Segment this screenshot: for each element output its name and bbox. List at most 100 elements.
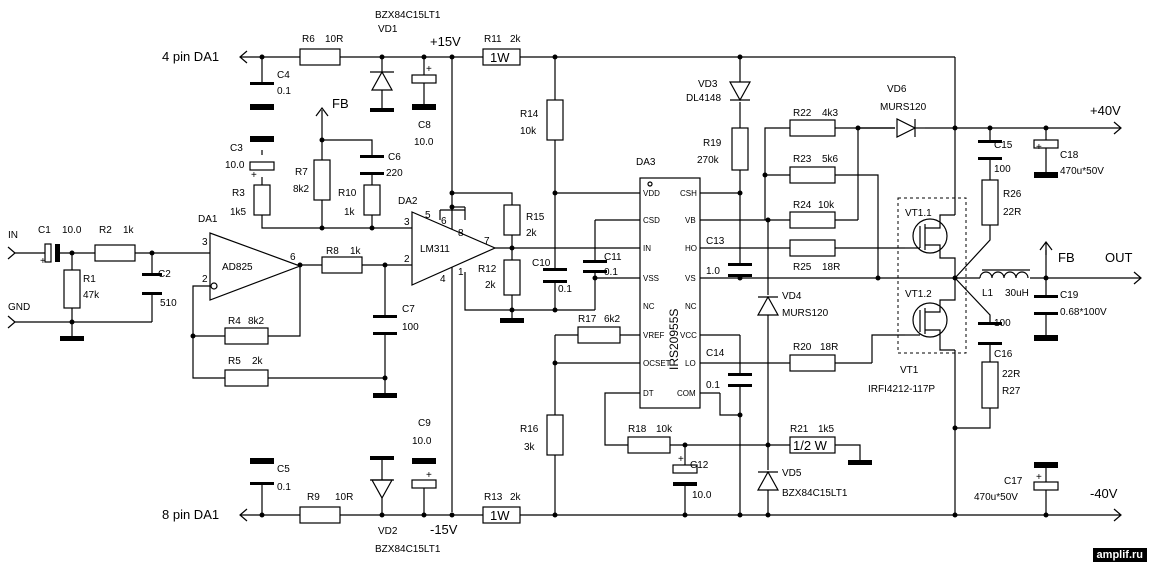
- r22-val: 4k3: [822, 108, 839, 119]
- l1-ref: L1: [982, 288, 994, 299]
- r13-val: 2k: [510, 492, 522, 503]
- c13-val: 1.0: [706, 266, 720, 277]
- da3-pin-vcc: VCC: [680, 331, 697, 340]
- diodes: [370, 65, 925, 505]
- da3-pin-csh: CSH: [680, 189, 697, 198]
- da3-chip-body: [639, 177, 701, 409]
- pin8-label: 8 pin DA1: [162, 507, 219, 522]
- da1-ref: DA1: [198, 214, 218, 225]
- da3-pin-vss: VSS: [643, 274, 659, 283]
- da3-pin-com: COM: [677, 389, 696, 398]
- c9-ref: C9: [418, 418, 431, 429]
- c2-ref: C2: [158, 269, 171, 280]
- r4-val: 8k2: [248, 316, 265, 327]
- c4-val: 0.1: [277, 86, 291, 97]
- da2-pin-1: 1: [458, 267, 464, 278]
- r8-val: 1k: [350, 246, 362, 257]
- vd3-val: DL4148: [686, 93, 721, 104]
- r23-val: 5k6: [822, 154, 839, 165]
- r13-ref: R13: [484, 492, 503, 503]
- r7-val: 8k2: [293, 184, 310, 195]
- r27-val: 22R: [1002, 369, 1020, 380]
- da3-ref: DA3: [636, 157, 656, 168]
- r10-ref: R10: [338, 188, 357, 199]
- rail-pos40-label: +40V: [1090, 103, 1121, 118]
- junctions: [69, 54, 1049, 518]
- c17-plus: +: [1036, 472, 1042, 483]
- rail-pos15-label: +15V: [430, 34, 461, 49]
- c8-plus: +: [426, 64, 432, 75]
- vd1-val: BZX84C15LT1: [375, 10, 441, 21]
- rail-neg40-label: -40V: [1090, 486, 1118, 501]
- da2-pin-8: 8: [458, 228, 464, 239]
- r16-ref: R16: [520, 424, 539, 435]
- vt11-label: VT1.1: [905, 208, 932, 219]
- da3-pin-nc-left: NC: [643, 302, 655, 311]
- r6-ref: R6: [302, 34, 315, 45]
- r1-ref: R1: [83, 274, 96, 285]
- da3-pin-vref: VREF: [643, 331, 664, 340]
- r24-ref: R24: [793, 200, 812, 211]
- gnd-port-label: GND: [8, 302, 30, 313]
- fb-right-label: FB: [1058, 250, 1075, 265]
- da3-pin-lo: LO: [685, 359, 696, 368]
- c19-val: 0.68*100V: [1060, 307, 1107, 318]
- opamp-symbols: [209, 211, 497, 301]
- r19-val: 270k: [697, 155, 720, 166]
- c18-plus: +: [1036, 142, 1042, 153]
- r13-power: 1W: [490, 508, 510, 523]
- da3-pin-vs: VS: [685, 274, 696, 283]
- r16-val: 3k: [524, 442, 536, 453]
- da3-pin-in: IN: [643, 244, 651, 253]
- fb-left-label: FB: [332, 96, 349, 111]
- r25-ref: R25: [793, 262, 812, 273]
- c8-val: 10.0: [414, 137, 434, 148]
- c9-plus: +: [426, 470, 432, 481]
- r2-ref: R2: [99, 225, 112, 236]
- c17-val: 470u*50V: [974, 492, 1018, 503]
- r20-val: 18R: [820, 342, 838, 353]
- da2-pin-2: 2: [404, 254, 410, 265]
- c3-ref: C3: [230, 143, 243, 154]
- da1-pin-2: 2: [202, 274, 208, 285]
- c5-ref: C5: [277, 464, 290, 475]
- da3-pin-csd: CSD: [643, 216, 660, 225]
- c12-val: 10.0: [692, 490, 712, 501]
- ground-symbols: [60, 108, 872, 465]
- r3-val: 1k5: [230, 207, 247, 218]
- r8-ref: R8: [326, 246, 339, 257]
- r11-ref: R11: [484, 34, 502, 45]
- r9-val: 10R: [335, 492, 353, 503]
- da3-pin-nc-right: NC: [685, 302, 697, 311]
- r10-val: 1k: [344, 207, 356, 218]
- inductor-l1: [979, 269, 1030, 279]
- c12-plus: +: [678, 454, 684, 465]
- r9-ref: R9: [307, 492, 320, 503]
- c7-val: 100: [402, 322, 419, 333]
- c16-val: 100: [994, 318, 1011, 329]
- c3-val: 10.0: [225, 160, 245, 171]
- c1-plus: +: [40, 256, 46, 267]
- vd4-ref: VD4: [782, 291, 802, 302]
- r14-val: 10k: [520, 126, 537, 137]
- resistor-bodies: [63, 48, 999, 524]
- vd2-ref: VD2: [378, 526, 398, 537]
- da3-pin-dt: DT: [643, 389, 654, 398]
- da2-pin-7: 7: [484, 236, 490, 247]
- r7-ref: R7: [295, 167, 308, 178]
- vd3-ref: VD3: [698, 79, 718, 90]
- wires: [15, 56, 1140, 516]
- da2-pin-6: 6: [441, 216, 447, 227]
- vd6-val: MURS120: [880, 102, 927, 113]
- vt1-ref: VT1: [900, 365, 919, 376]
- port-arrows: [7, 50, 1142, 522]
- r15-ref: R15: [526, 212, 545, 223]
- r26-val: 22R: [1003, 207, 1021, 218]
- r20-ref: R20: [793, 342, 812, 353]
- da2-pin-4: 4: [440, 274, 446, 285]
- c15-ref: C15: [994, 140, 1013, 151]
- c1-val: 10.0: [62, 225, 82, 236]
- c5-val: 0.1: [277, 482, 291, 493]
- r11-power: 1W: [490, 50, 510, 65]
- c19-ref: C19: [1060, 290, 1079, 301]
